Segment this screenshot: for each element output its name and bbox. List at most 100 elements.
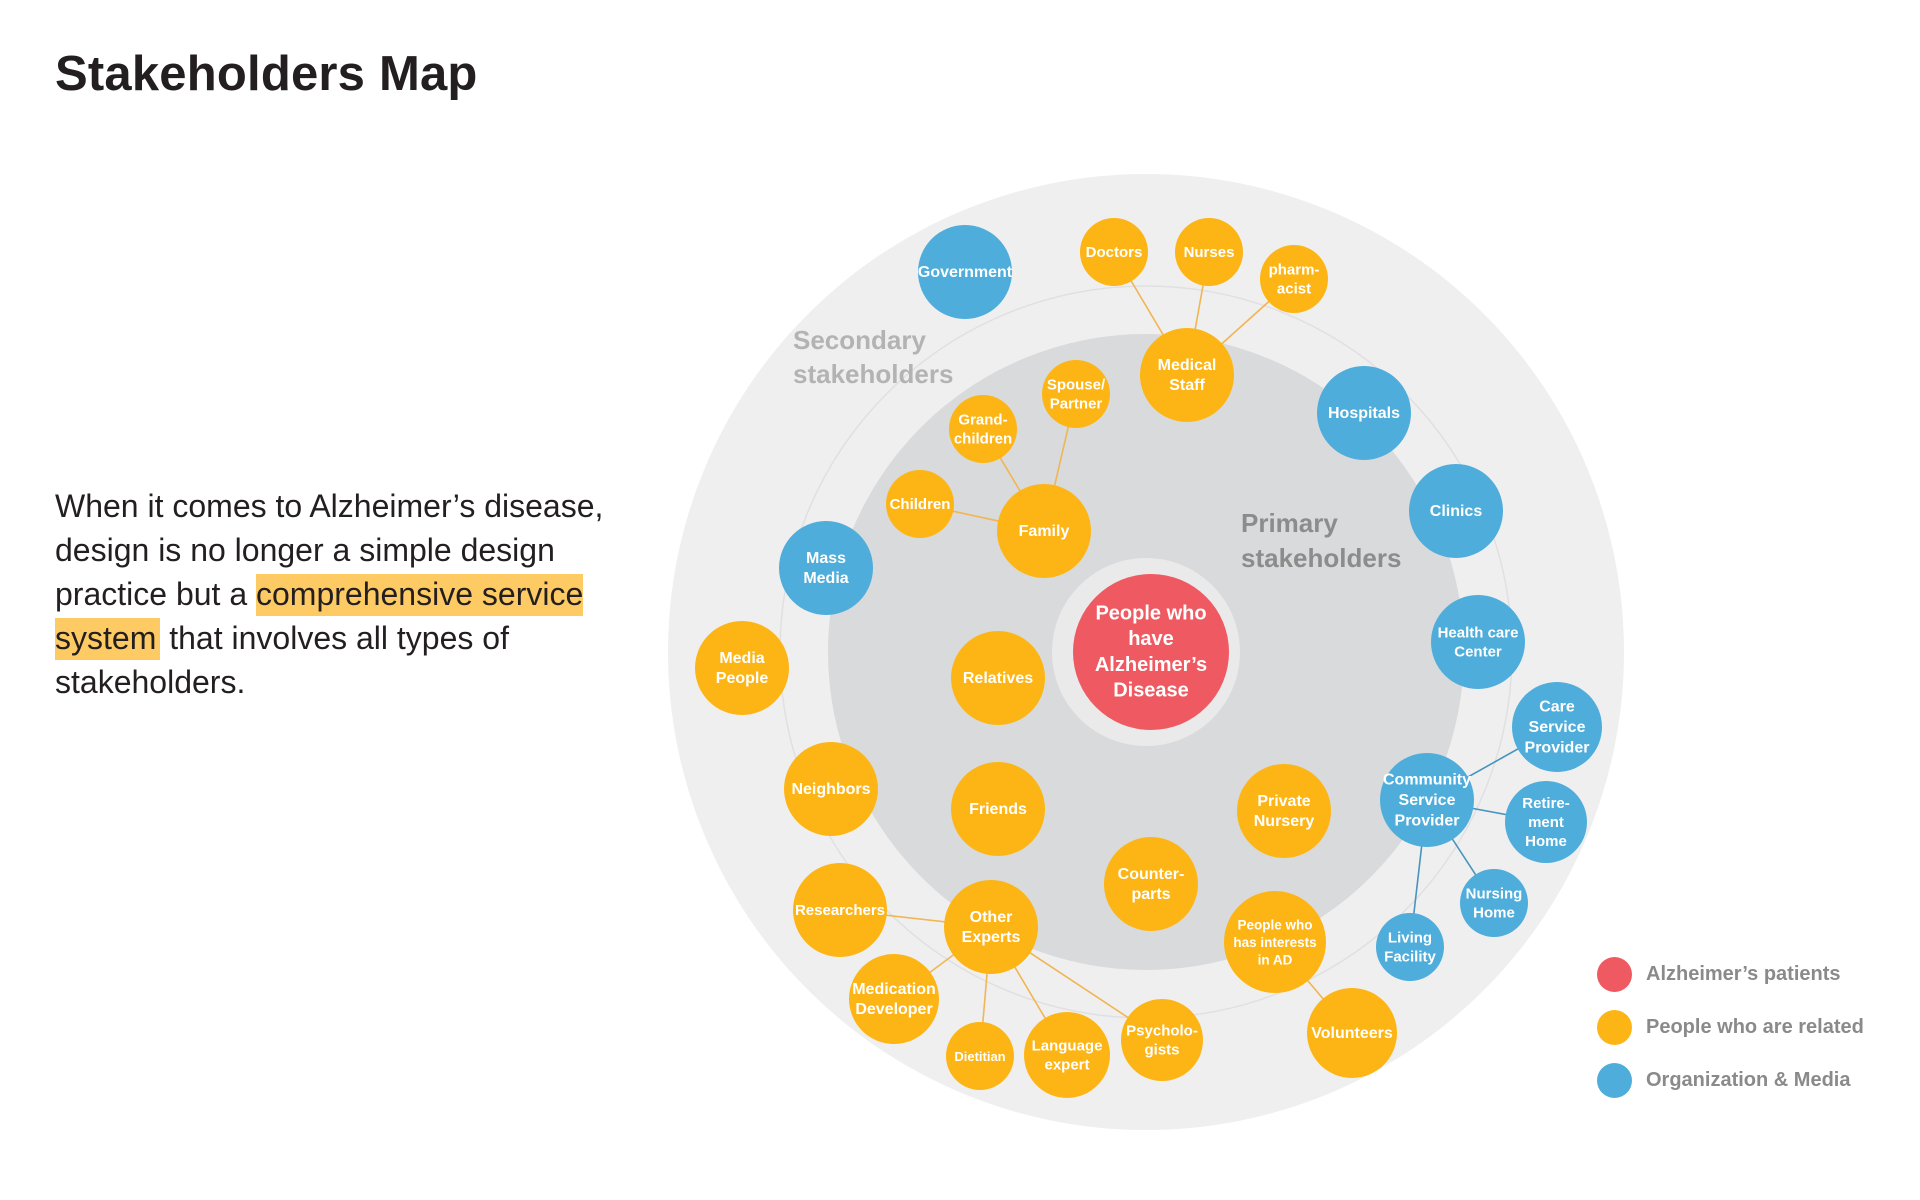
secondary-zone-label: Secondary stakeholders	[793, 325, 953, 389]
node-label-family: Family	[1019, 523, 1070, 540]
node-circle-dietitian	[946, 1022, 1014, 1090]
node-circle-nursing-home	[1460, 869, 1528, 937]
node-label-line: have	[1128, 628, 1174, 650]
node-neighbors: Neighbors	[784, 742, 878, 836]
node-label-line: Nursery	[1254, 813, 1315, 830]
node-label-line: Disease	[1113, 679, 1189, 701]
node-label-line: Nursing	[1466, 885, 1523, 902]
node-pharmacist: pharm-acist	[1260, 245, 1328, 313]
node-label-line: Clinics	[1430, 503, 1483, 520]
node-circle-neighbors	[784, 742, 878, 836]
node-circle-language-expert	[1024, 1012, 1110, 1098]
node-circle-volunteers	[1307, 988, 1397, 1078]
node-label-clinics: Clinics	[1430, 503, 1483, 520]
node-label-line: parts	[1131, 886, 1170, 903]
node-label-researchers: Researchers	[795, 902, 885, 919]
intro-text-end: that involves all types of stakeholders.	[55, 620, 509, 700]
node-label-line: Hospitals	[1328, 405, 1400, 422]
node-label-line: Media	[719, 649, 764, 666]
node-grandchildren: Grand-children	[949, 395, 1017, 463]
node-circle-mass-media	[779, 521, 873, 615]
node-label-line: Mass	[806, 549, 846, 566]
node-label-line: Retire-	[1522, 794, 1570, 811]
legend-item-organization: Organization & Media	[1597, 1062, 1864, 1098]
node-circle-relatives	[951, 631, 1045, 725]
node-circle-community-service-provider	[1380, 753, 1474, 847]
primary-zone-label-line2: stakeholders	[1241, 543, 1401, 573]
node-researchers: Researchers	[793, 863, 887, 957]
node-label-psychologists: Psycholo-gists	[1126, 1022, 1198, 1058]
node-circle-media-people	[695, 621, 789, 715]
node-label-line: ment	[1528, 814, 1564, 831]
secondary-zone-label-line1: Secondary	[793, 325, 926, 355]
node-label-government: Government	[918, 264, 1013, 281]
node-label-line: Provider	[1395, 812, 1460, 829]
node-label-line: Researchers	[795, 902, 885, 919]
node-circle-grandchildren	[949, 395, 1017, 463]
node-label-line: Media	[803, 570, 848, 587]
node-circle-friends	[951, 762, 1045, 856]
node-label-line: Government	[918, 264, 1013, 281]
node-label-line: Care	[1539, 698, 1575, 715]
nodes-layer: Government Doctors Nurses pharm-acistMedica…	[695, 218, 1602, 1098]
node-label-line: Counter-	[1118, 865, 1185, 882]
node-circle-counterparts	[1104, 837, 1198, 931]
node-label-line: Living	[1388, 929, 1432, 946]
node-volunteers: Volunteers	[1307, 988, 1397, 1078]
node-label-line: Center	[1454, 643, 1502, 660]
node-circle-people-interested-ad	[1224, 891, 1326, 993]
node-label-line: Private	[1257, 792, 1310, 809]
node-label-line: People who	[1237, 917, 1312, 932]
node-circle-clinics	[1409, 464, 1503, 558]
node-label-line: Doctors	[1086, 244, 1143, 261]
node-government: Government	[918, 225, 1013, 319]
legend-label-patients: Alzheimer’s patients	[1646, 962, 1841, 985]
node-label-line: People	[716, 670, 769, 687]
node-label-line: Provider	[1525, 739, 1590, 756]
node-label-children: Children	[890, 496, 951, 513]
node-label-line: Dietitian	[954, 1049, 1005, 1064]
node-nurses: Nurses	[1175, 218, 1243, 286]
node-label-doctors: Doctors	[1086, 244, 1143, 261]
node-label-pharmacist: pharm-acist	[1269, 261, 1320, 297]
node-label-dietitian: Dietitian	[954, 1049, 1005, 1064]
node-label-volunteers: Volunteers	[1311, 1025, 1393, 1042]
node-family: Family	[997, 484, 1091, 578]
node-label-line: Psycholo-	[1126, 1022, 1198, 1039]
node-circle-private-nursery	[1237, 764, 1331, 858]
legend-swatch-related	[1597, 1009, 1632, 1045]
node-doctors: Doctors	[1080, 218, 1148, 286]
node-circle-children	[886, 470, 954, 538]
node-label-line: Partner	[1050, 395, 1103, 412]
node-spouse-partner: Spouse/Partner	[1042, 360, 1110, 428]
node-label-line: Service	[1529, 719, 1586, 736]
node-label-nurses: Nurses	[1184, 244, 1235, 261]
node-relatives: Relatives	[951, 631, 1045, 725]
node-label-line: Grand-	[958, 411, 1007, 428]
node-circle-psychologists	[1121, 999, 1203, 1081]
node-children: Children	[886, 470, 954, 538]
node-circle-researchers	[793, 863, 887, 957]
node-label-line: Children	[890, 496, 951, 513]
legend-item-patients: Alzheimer’s patients	[1597, 956, 1864, 992]
